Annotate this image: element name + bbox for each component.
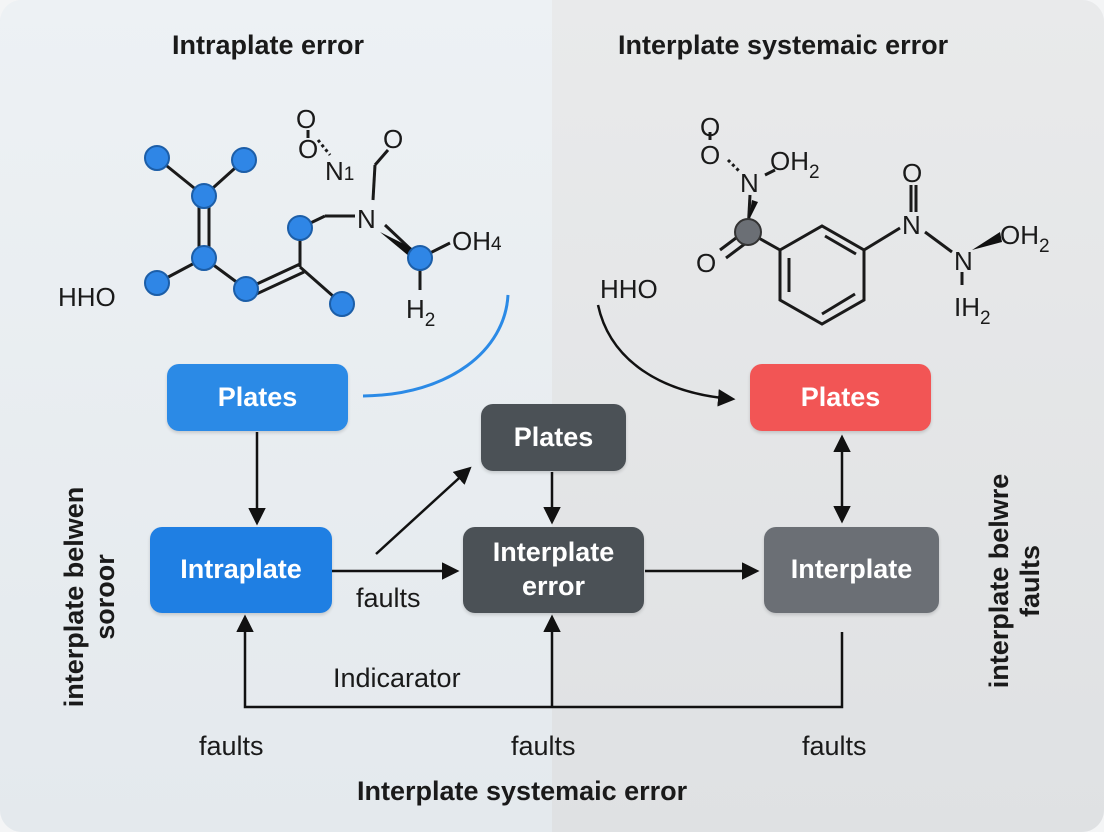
n-label: N bbox=[954, 246, 973, 276]
n1-label: N1 bbox=[325, 156, 354, 187]
faults-bottom-center-label: faults bbox=[511, 731, 576, 761]
oh2-text: OH bbox=[1000, 220, 1039, 250]
ih2-subscript: 2 bbox=[980, 308, 991, 329]
atom bbox=[407, 245, 433, 271]
hho-label-left: HHO bbox=[58, 282, 116, 312]
faults-bottom-left-label: faults bbox=[199, 731, 264, 761]
faults-edge-label: faults bbox=[356, 583, 421, 613]
interplate-error-node[interactable]: Interplate error bbox=[463, 527, 644, 613]
ih2-text: IH bbox=[954, 292, 980, 322]
left-side-label-line1: interplate belwen bbox=[59, 486, 89, 708]
indicator-label: Indicarator bbox=[333, 663, 461, 693]
right-side-label-line2: faults bbox=[1015, 545, 1046, 618]
center-atom bbox=[734, 218, 762, 246]
bottom-heading: Interplate systemaic error bbox=[357, 776, 688, 806]
arrow-diagonal-to-plates-center bbox=[375, 466, 472, 555]
left-heading: Intraplate error bbox=[172, 30, 365, 60]
dashed-bond bbox=[726, 158, 742, 174]
interplate-node-right[interactable]: Interplate bbox=[764, 527, 939, 613]
left-atoms bbox=[144, 145, 433, 317]
n1-subscript: 1 bbox=[343, 164, 355, 185]
h2-text: H bbox=[406, 294, 425, 324]
ih2-label: IH2 bbox=[954, 292, 991, 329]
ring-double-bond bbox=[821, 292, 856, 316]
wedge-bond bbox=[972, 232, 1002, 250]
h2-label: H2 bbox=[406, 294, 435, 331]
curve-to-plates-right-arrow bbox=[596, 304, 736, 407]
bond bbox=[373, 149, 390, 166]
atom bbox=[191, 245, 217, 271]
double-bond-b bbox=[249, 270, 305, 299]
oh2-subscript: 2 bbox=[809, 162, 820, 183]
oh4-subscript: 4 bbox=[491, 234, 502, 255]
dashed-bond bbox=[316, 139, 332, 156]
o-label: O bbox=[298, 134, 319, 164]
interplate-error-line1: Interplate bbox=[492, 537, 615, 568]
ring-double-bond bbox=[824, 234, 857, 256]
right-side-label: interplate belwre faults bbox=[984, 451, 1048, 711]
interplate-error-line2: error bbox=[521, 571, 586, 601]
oh2-label: OH2 bbox=[770, 146, 820, 183]
right-heading: Interplate systemaic error bbox=[618, 30, 949, 60]
oh2-label: OH2 bbox=[1000, 220, 1050, 257]
plates-node-center[interactable]: Plates bbox=[481, 404, 626, 471]
h2-subscript: 2 bbox=[424, 310, 436, 331]
o-label: O bbox=[696, 248, 717, 278]
atom bbox=[287, 215, 313, 241]
left-side-label: interplate belwen soroor bbox=[59, 467, 123, 727]
atom bbox=[191, 183, 217, 209]
n1-text: N bbox=[325, 156, 344, 186]
o-label: O bbox=[700, 112, 721, 142]
oh2-text: OH bbox=[770, 146, 809, 176]
atom bbox=[144, 145, 170, 171]
benzene-ring bbox=[778, 224, 866, 326]
atom bbox=[231, 147, 257, 173]
bond bbox=[924, 230, 953, 254]
right-side-label-line1: interplate belwre bbox=[984, 473, 1014, 689]
oh4-label: OH4 bbox=[452, 226, 502, 257]
atom bbox=[144, 270, 170, 296]
o-label: O bbox=[902, 158, 923, 188]
hho-label-right: HHO bbox=[600, 274, 658, 304]
o-label: O bbox=[383, 124, 404, 154]
atom bbox=[233, 276, 259, 302]
o-label: O bbox=[296, 104, 317, 134]
n-label: N bbox=[357, 204, 376, 234]
oh2-subscript: 2 bbox=[1039, 236, 1050, 257]
feedback-loop-line bbox=[236, 614, 844, 709]
n-label: N bbox=[902, 210, 921, 240]
atom bbox=[329, 291, 355, 317]
bond bbox=[764, 168, 776, 177]
n-label: N bbox=[740, 168, 759, 198]
plates-node-left[interactable]: Plates bbox=[167, 364, 348, 431]
bond bbox=[863, 226, 901, 252]
intraplate-node[interactable]: Intraplate bbox=[150, 527, 332, 613]
o-label: O bbox=[700, 140, 721, 170]
wedge-bond bbox=[748, 200, 758, 222]
oh4-text: OH bbox=[452, 226, 491, 256]
blue-curve-connector bbox=[362, 294, 510, 398]
plates-node-right[interactable]: Plates bbox=[750, 364, 931, 431]
bond bbox=[371, 164, 377, 201]
faults-bottom-right-label: faults bbox=[802, 731, 867, 761]
left-side-label-line2: soroor bbox=[90, 554, 121, 640]
